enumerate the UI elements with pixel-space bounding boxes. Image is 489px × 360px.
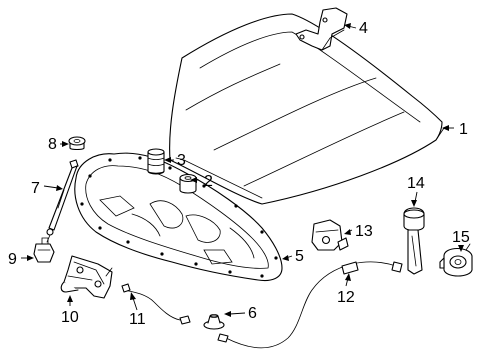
insulator-clip-holes <box>80 156 278 278</box>
callout-7: 7 <box>31 180 40 197</box>
callout-12: 12 <box>337 289 355 306</box>
bumper-stop <box>147 148 165 175</box>
hood-hinge <box>295 7 348 51</box>
callout-15: 15 <box>452 229 470 246</box>
hood-release-cable <box>217 261 403 349</box>
callout-13: 13 <box>355 223 373 240</box>
callout-1: 1 <box>459 121 468 138</box>
secondary-latch <box>311 219 349 251</box>
callout-2: 2 <box>204 173 213 190</box>
latch-actuator <box>439 243 473 277</box>
callout-14: 14 <box>407 175 425 192</box>
callout-5: 5 <box>295 248 304 265</box>
leader-lines <box>21 23 464 317</box>
hood-latch <box>60 255 113 299</box>
callout-labels: 1 2 3 4 5 6 7 8 9 10 11 12 13 14 15 <box>8 20 470 328</box>
callout-9: 9 <box>8 251 17 268</box>
release-handle <box>403 207 425 275</box>
front-release-cable <box>121 283 191 325</box>
hood-support-rod <box>46 159 79 243</box>
bumper-cushion <box>179 173 197 194</box>
callout-10: 10 <box>61 309 79 326</box>
callout-6: 6 <box>248 305 257 322</box>
callout-3: 3 <box>177 152 186 169</box>
grommet <box>203 314 225 330</box>
callout-4: 4 <box>359 20 368 37</box>
callout-8: 8 <box>48 136 57 153</box>
rod-holder <box>33 237 55 263</box>
hood-insulator <box>74 152 283 282</box>
hood-panel <box>169 13 445 205</box>
retainer-clip <box>68 136 86 151</box>
callout-11: 11 <box>129 311 146 328</box>
